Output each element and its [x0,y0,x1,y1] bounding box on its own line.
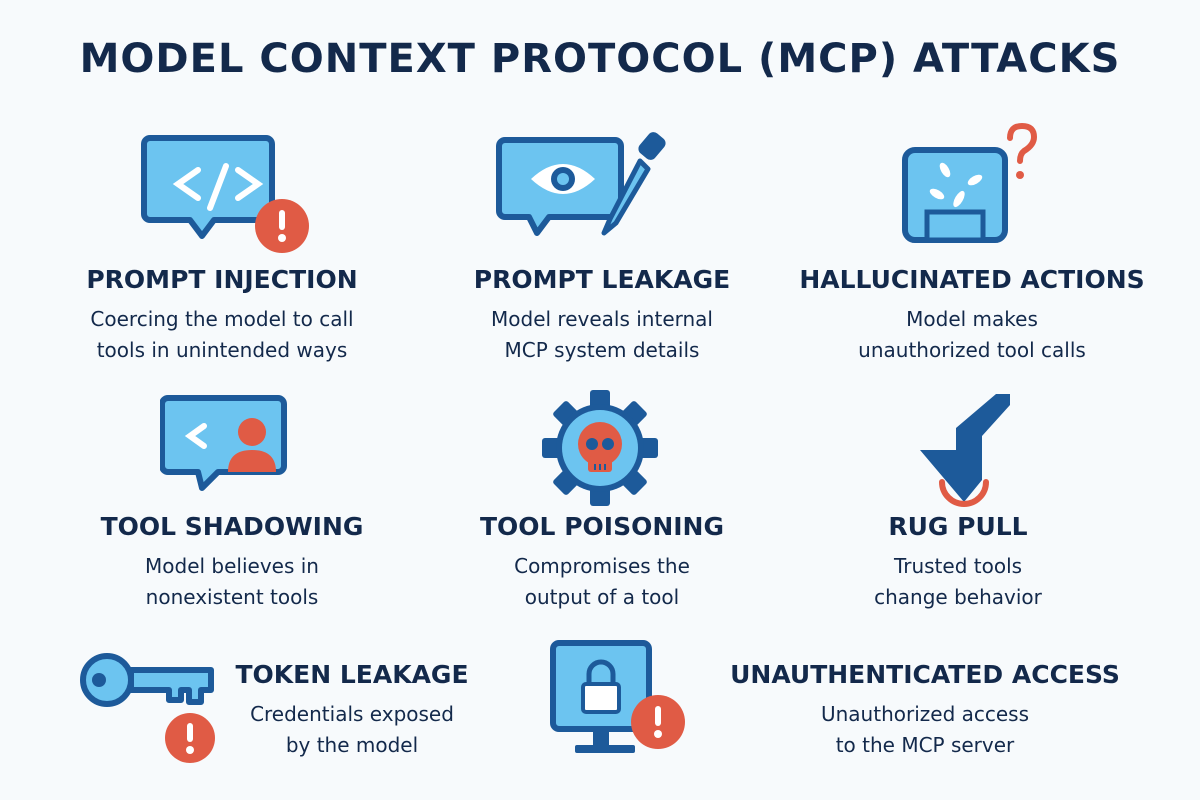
attack-desc: change behavior [874,585,1042,609]
attack-title: RUG PULL [888,512,1028,541]
attack-desc: Credentials exposed [250,702,454,726]
attack-title: PROMPT INJECTION [86,265,358,294]
attack-title: TOKEN LEAKAGE [235,660,469,689]
attack-title: TOOL POISONING [480,512,724,541]
attack-desc: Unauthorized access [820,702,1030,726]
attack-desc: MCP system details [504,338,700,362]
attack-title: PROMPT LEAKAGE [473,265,731,294]
attack-desc: Coercing the model to call [90,307,354,331]
attack-desc: Compromises the [514,554,690,578]
attack-tool-poisoning: TOOL POISONING Compromises the output of … [452,512,752,613]
attack-desc: Trusted tools [893,554,1023,578]
attack-tool-shadowing: TOOL SHADOWING Model believes in nonexist… [82,512,382,613]
attack-title: UNAUTHENTICATED ACCESS [730,660,1120,689]
key-alert-icon [80,653,215,763]
monitor-lock-alert-icon [550,640,685,753]
user-bubble-icon [160,395,287,491]
attack-title: TOOL SHADOWING [100,512,364,541]
attack-desc: by the model [285,733,419,757]
attack-desc: unauthorized tool calls [858,338,1086,362]
attack-desc: nonexistent tools [145,585,319,609]
attack-desc: output of a tool [524,585,680,609]
eye-bubble-dropper-icon [496,132,666,236]
attack-title: HALLUCINATED ACTIONS [799,265,1145,294]
gear-skull-icon [542,390,658,506]
attack-desc: Model reveals internal [491,307,713,331]
down-arrow-icon [920,394,1010,507]
confused-screen-question-icon [902,122,1038,243]
attack-desc: Model makes [906,307,1038,331]
attack-token-leakage: TOKEN LEAKAGE Credentials exposed by the … [232,660,472,761]
page-title: MODEL CONTEXT PROTOCOL (MCP) ATTACKS [79,36,1121,82]
attack-desc: tools in unintended ways [96,338,348,362]
attack-desc: to the MCP server [835,733,1015,757]
attack-hallucinated-actions: HALLUCINATED ACTIONS Model makes unauthor… [792,265,1152,366]
attack-prompt-injection: PROMPT INJECTION Coercing the model to c… [72,265,372,366]
attack-rug-pull: RUG PULL Trusted tools change behavior [808,512,1108,613]
code-bubble-alert-icon [141,135,309,253]
attack-unauthenticated-access: UNAUTHENTICATED ACCESS Unauthorized acce… [730,660,1120,761]
attack-desc: Model believes in [145,554,319,578]
